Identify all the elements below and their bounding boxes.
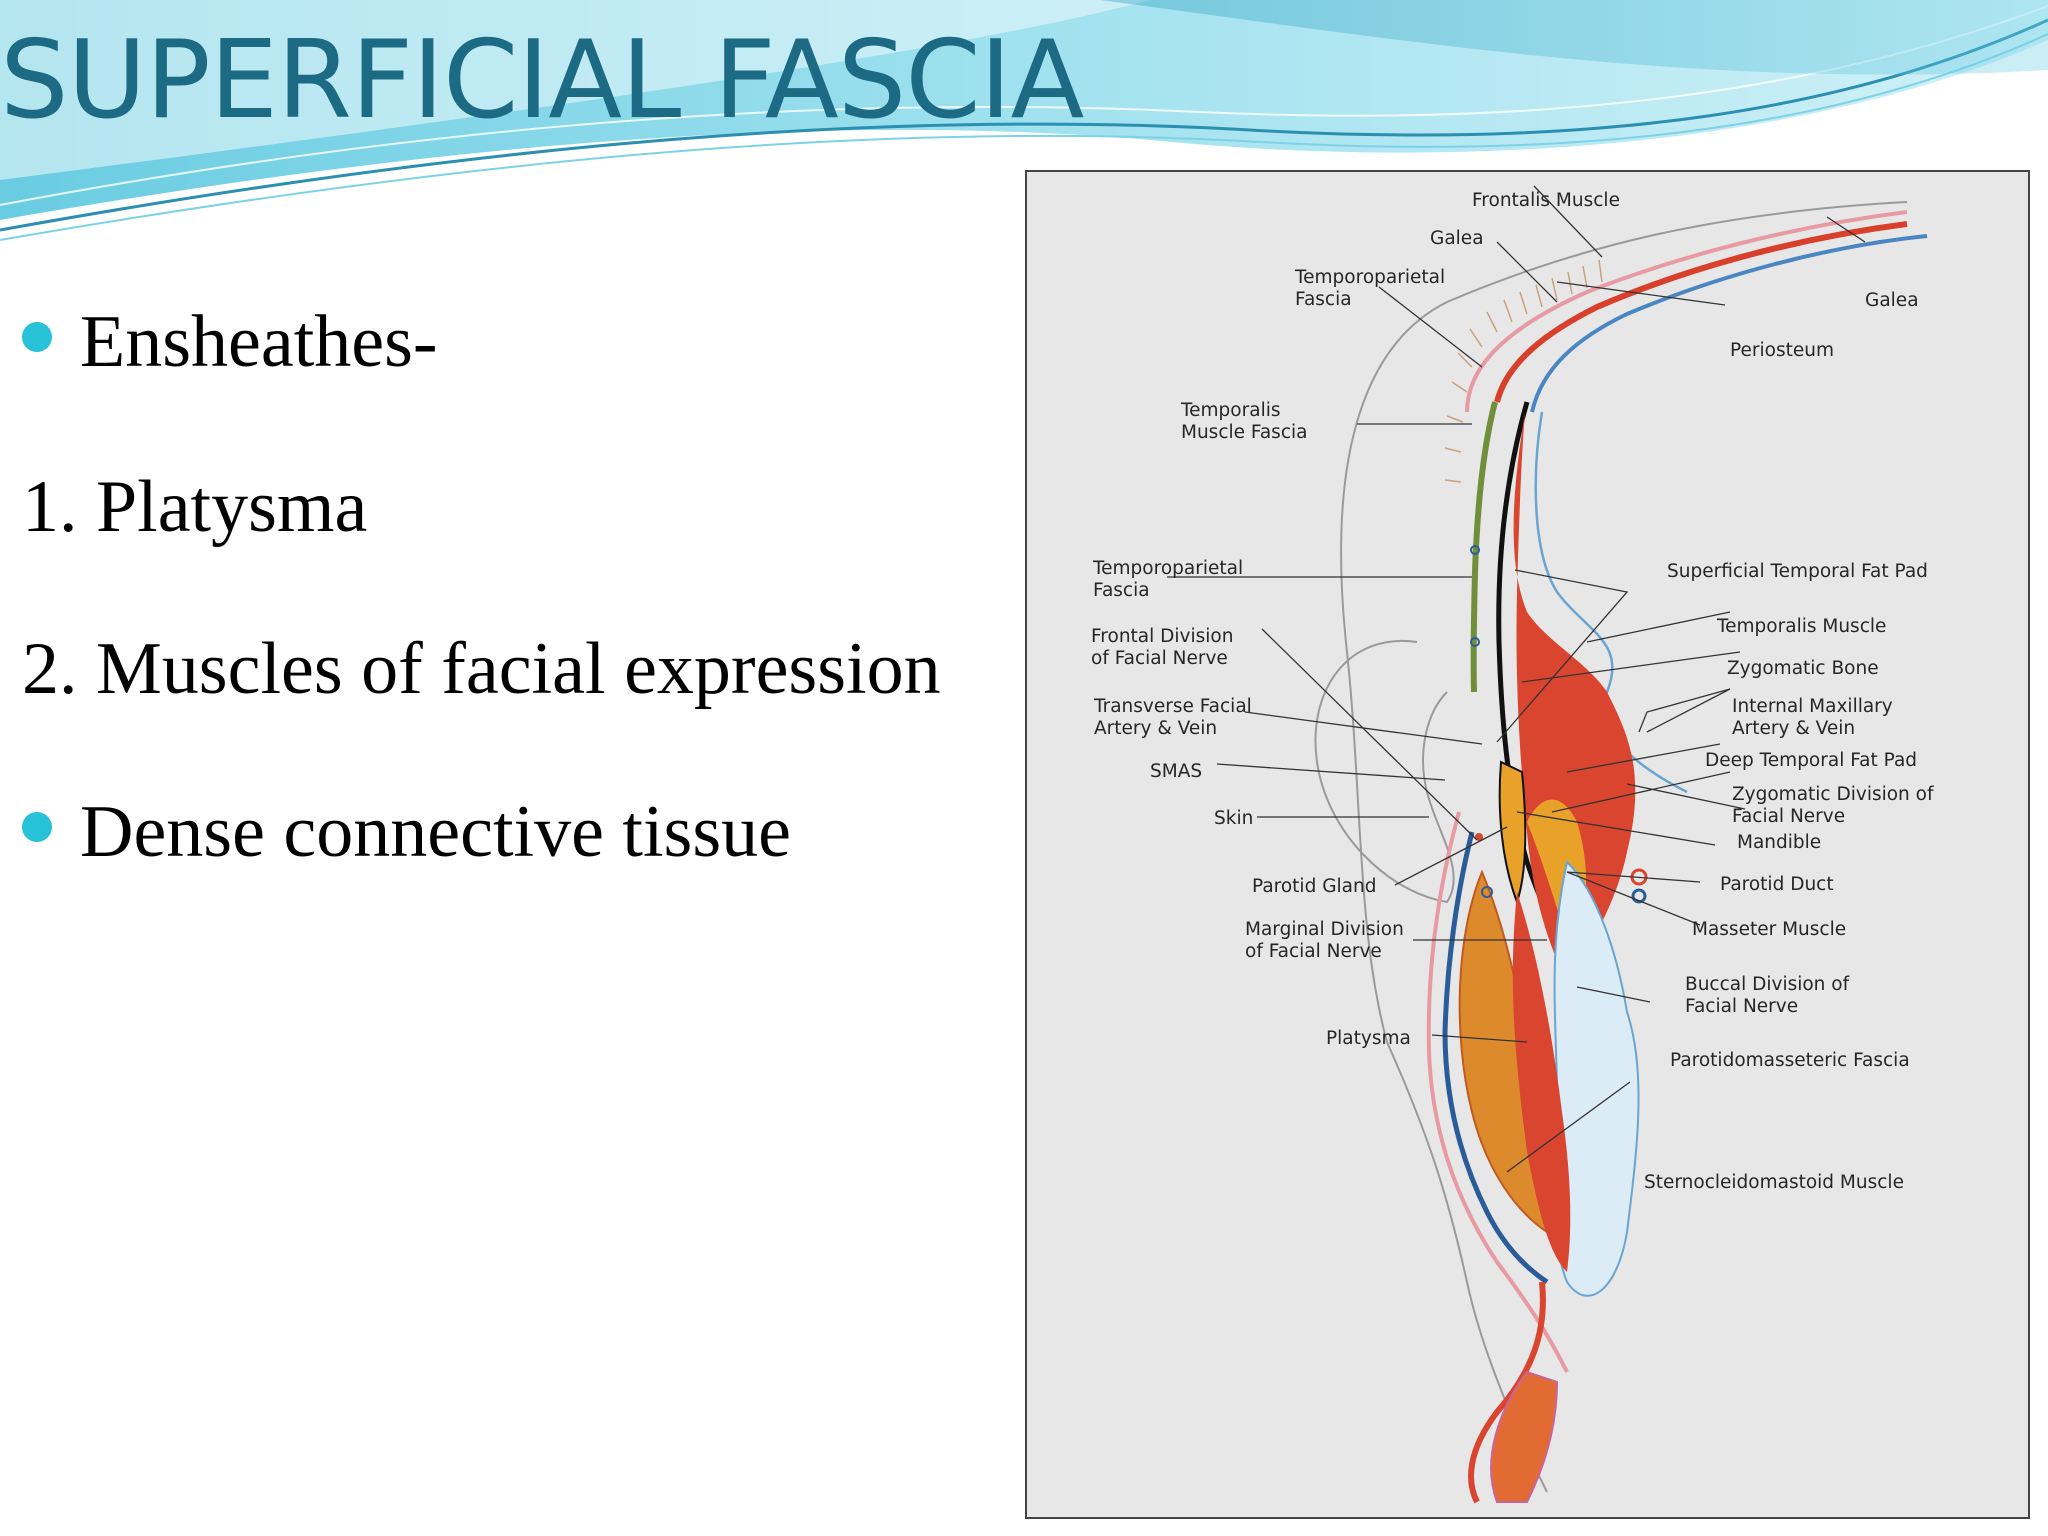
list-item-muscles-facial-expression: 2. Muscles of facial expression [22,627,941,712]
label-buccal-division-1: Buccal Division of [1685,974,1850,995]
label-frontal-division-2: of Facial Nerve [1091,648,1228,669]
vessel-circle-icon [1470,545,1480,555]
label-marginal-division-2: of Facial Nerve [1245,941,1382,962]
platysma-neck [1468,1281,1546,1504]
label-zygomatic-bone: Zygomatic Bone [1727,658,1879,679]
label-platysma: Platysma [1326,1028,1411,1049]
label-parotid-duct: Parotid Duct [1720,874,1834,895]
list-text: 2. Muscles of facial expression [22,628,941,710]
label-transverse-facial-2: Artery & Vein [1094,718,1217,739]
vessel-circle-icon [1481,886,1493,898]
label-temporoparietal-fascia-mid-2: Fascia [1093,580,1150,601]
vessel-circle-icon [1631,888,1647,904]
label-galea-top: Galea [1430,228,1484,249]
zygomatic-mandible-bone [1553,860,1640,1297]
slide-title: SUPERFICIAL FASCIA [0,18,1084,143]
label-temporoparietal-fascia-mid-1: Temporoparietal [1092,558,1243,579]
bullet-text: Dense connective tissue [80,791,791,873]
vessel-circle-icon [1470,637,1480,647]
label-temporoparietal-fascia-top-2: Fascia [1295,289,1352,310]
anatomy-figure: Frontalis Muscle Galea Temporoparietal F… [1025,170,2030,1519]
label-frontalis-muscle: Frontalis Muscle [1472,190,1620,211]
list-item-platysma: 1. Platysma [22,465,367,550]
bullet-dot-icon [22,812,52,843]
label-masseter-muscle: Masseter Muscle [1692,919,1846,940]
label-temporalis-muscle-fascia-1: Temporalis [1180,400,1280,421]
label-sternocleidomastoid-muscle: Sternocleidomastoid Muscle [1644,1172,1904,1193]
skin-contour [1340,201,1908,1493]
label-internal-maxillary-1: Internal Maxillary [1732,696,1893,717]
hair-strokes [1444,259,1603,483]
ear-outline [1314,639,1455,904]
label-parotidomasseteric-fascia: Parotidomasseteric Fascia [1670,1050,1910,1071]
label-temporalis-muscle: Temporalis Muscle [1716,616,1886,637]
label-parotid-gland: Parotid Gland [1252,876,1376,897]
label-periosteum: Periosteum [1730,340,1834,361]
bullet-text: Ensheathes- [80,301,438,383]
superficial-temporal-fat-pad [1498,760,1527,905]
bullet-dense-connective-tissue: Dense connective tissue [22,790,791,875]
skin-pink-line [1426,811,1569,1373]
leader-lines [1167,185,1866,1173]
bullet-ensheathes: Ensheathes- [22,300,438,385]
label-zygomatic-division-1: Zygomatic Division of [1732,784,1934,805]
label-internal-maxillary-2: Artery & Vein [1732,718,1855,739]
label-smas: SMAS [1150,761,1202,782]
anatomy-diagram: Frontalis Muscle Galea Temporoparietal F… [1091,185,1934,1504]
label-temporoparietal-fascia-top-1: Temporoparietal [1294,267,1445,288]
label-frontal-division-1: Frontal Division [1091,626,1233,647]
label-skin: Skin [1214,808,1253,829]
label-buccal-division-2: Facial Nerve [1685,996,1798,1017]
periosteum-blue-line [1530,234,1928,413]
label-zygomatic-division-2: Facial Nerve [1732,806,1845,827]
header-wave-decoration [0,0,2048,241]
smas-blue-line [1442,831,1549,1285]
temporoparietal-fascia-green [1470,401,1498,693]
label-galea-right: Galea [1865,290,1919,311]
label-temporalis-muscle-fascia-2: Muscle Fascia [1181,422,1307,443]
bullet-dot-icon [22,322,52,353]
label-deep-temporal-fat-pad: Deep Temporal Fat Pad [1705,750,1917,771]
label-marginal-division-1: Marginal Division [1245,919,1404,940]
galea-red-line [1494,221,1908,403]
label-mandible: Mandible [1737,832,1821,853]
nerve-dot-icon [1475,833,1483,841]
masseter-muscle [1512,892,1571,1272]
label-superficial-temporal-fat-pad: Superficial Temporal Fat Pad [1667,561,1928,582]
sternocleidomastoid-muscle [1490,1370,1559,1503]
list-text: 1. Platysma [22,466,368,548]
scalp-skin-line [1465,210,1908,413]
label-transverse-facial-1: Transverse Facial [1093,696,1252,717]
